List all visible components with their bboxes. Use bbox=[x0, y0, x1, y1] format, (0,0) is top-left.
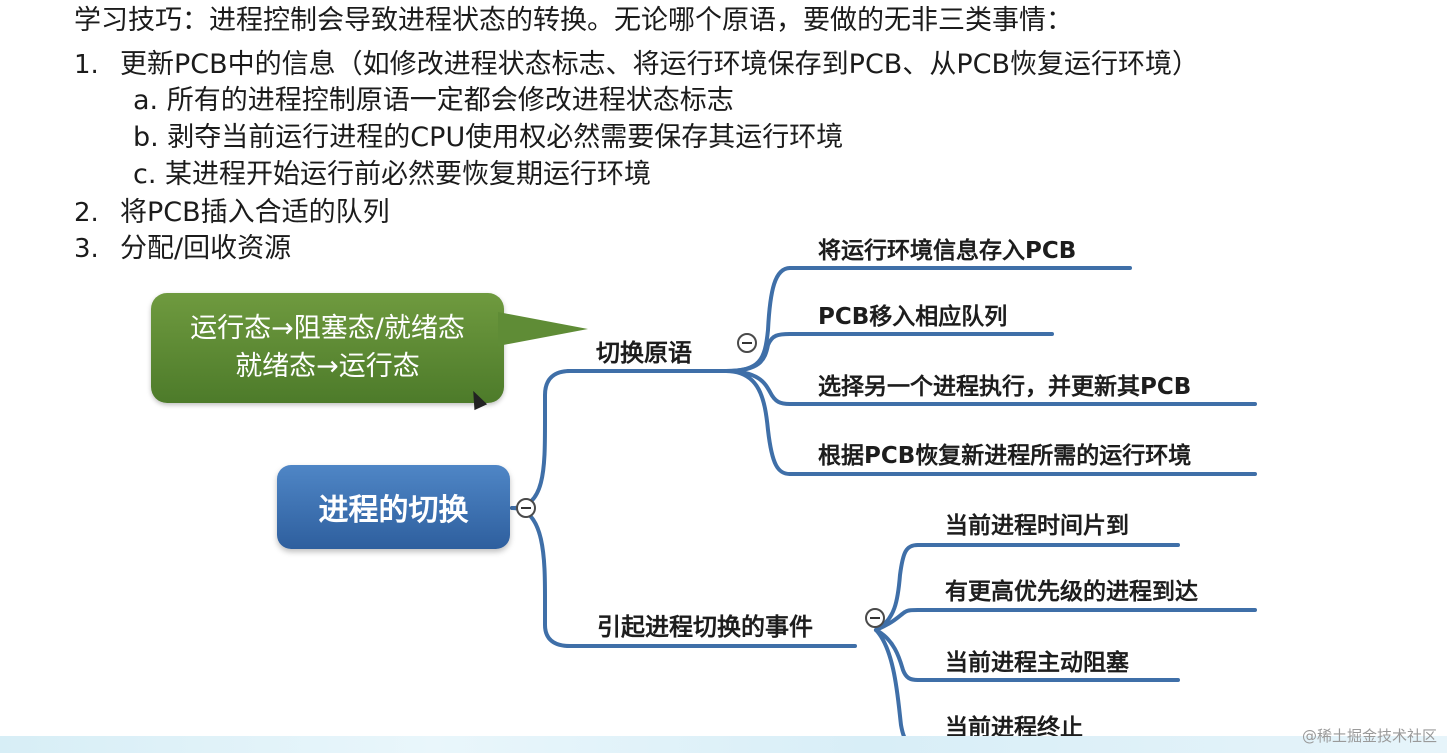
item-1-text: 更新PCB中的信息（如修改进程状态标志、将运行环境保存到PCB、从PCB恢复运行… bbox=[120, 49, 1199, 80]
item-3-text: 分配/回收资源 bbox=[120, 233, 292, 264]
branch-switch-events[interactable]: 引起进程切换的事件 bbox=[597, 613, 813, 641]
leaf-time-slice[interactable]: 当前进程时间片到 bbox=[945, 513, 1129, 539]
leaf-move-pcb[interactable]: PCB移入相应队列 bbox=[818, 304, 1008, 330]
subitem-b: b. 剥夺当前运行进程的CPU使用权必然需要保存其运行环境 bbox=[133, 122, 844, 153]
branch-switch-primitive[interactable]: 切换原语 bbox=[596, 339, 692, 367]
item-2-number: 2. bbox=[74, 198, 99, 228]
branch-2-collapse-icon[interactable] bbox=[865, 608, 885, 628]
root-node[interactable]: 进程的切换 bbox=[277, 465, 510, 549]
leaf-select-process[interactable]: 选择另一个进程执行，并更新其PCB bbox=[818, 374, 1192, 400]
root-collapse-icon[interactable] bbox=[516, 498, 536, 518]
callout-line-1: 运行态→阻塞态/就绪态 bbox=[190, 313, 465, 344]
item-3-number: 3. bbox=[74, 234, 99, 264]
leaf-restore-env[interactable]: 根据PCB恢复新进程所需的运行环境 bbox=[818, 443, 1192, 469]
callout-line-2: 就绪态→运行态 bbox=[235, 351, 420, 382]
leaf-save-env[interactable]: 将运行环境信息存入PCB bbox=[818, 238, 1077, 264]
leaf-active-block[interactable]: 当前进程主动阻塞 bbox=[945, 650, 1129, 676]
bottom-artifact bbox=[0, 736, 1447, 753]
subitem-c: c. 某进程开始运行前必然要恢复期运行环境 bbox=[133, 159, 652, 190]
item-1-number: 1. bbox=[74, 50, 99, 80]
callout-pointer bbox=[498, 312, 588, 346]
notes-heading: 学习技巧：进程控制会导致进程状态的转换。无论哪个原语，要做的无非三类事情： bbox=[74, 5, 1073, 36]
leaf-higher-priority[interactable]: 有更高优先级的进程到达 bbox=[945, 579, 1198, 605]
watermark: @稀土掘金技术社区 bbox=[1301, 727, 1437, 745]
state-transition-callout: 运行态→阻塞态/就绪态 就绪态→运行态 bbox=[151, 293, 504, 403]
item-2-text: 将PCB插入合适的队列 bbox=[120, 197, 390, 228]
branch-1-collapse-icon[interactable] bbox=[737, 333, 757, 353]
subitem-a: a. 所有的进程控制原语一定都会修改进程状态标志 bbox=[133, 85, 734, 116]
study-notes: 学习技巧：进程控制会导致进程状态的转换。无论哪个原语，要做的无非三类事情： 1.… bbox=[0, 0, 1447, 280]
